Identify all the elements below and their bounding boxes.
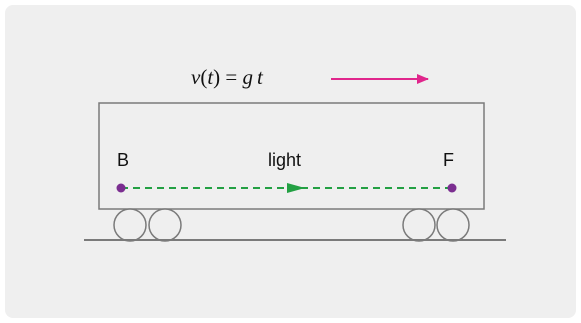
- wheel-2: [148, 208, 182, 242]
- endpoint-back: [116, 183, 126, 193]
- formula-t: t: [207, 65, 214, 89]
- wheel-1: [113, 208, 147, 242]
- endpoint-front: [447, 183, 457, 193]
- label-back: B: [117, 150, 129, 170]
- label-front: F: [443, 150, 454, 170]
- formula-t2: t: [257, 65, 264, 89]
- formula-equals: ) =: [213, 65, 242, 89]
- formula-g: g: [243, 65, 254, 89]
- triangle-arrow-icon: [287, 183, 305, 193]
- wheel-3: [402, 208, 436, 242]
- formula-v: v: [191, 65, 201, 89]
- wheel-4: [436, 208, 470, 242]
- label-light: light: [268, 150, 301, 170]
- formula-open-paren: (: [200, 65, 207, 89]
